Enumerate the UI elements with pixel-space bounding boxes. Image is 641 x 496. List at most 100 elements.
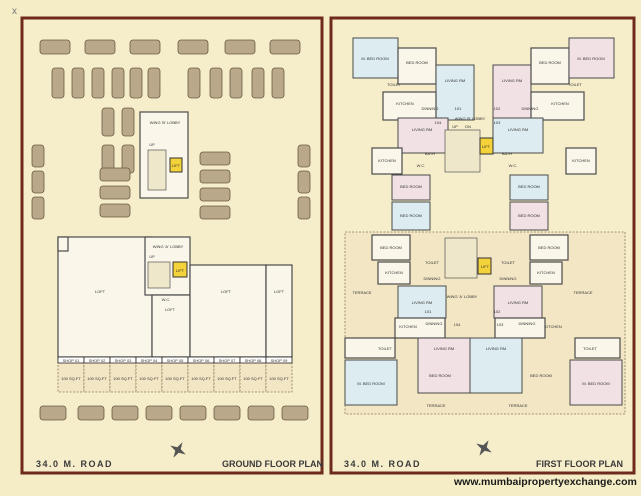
car (99, 167, 131, 182)
website-link[interactable]: www.mumbaipropertyexchange.com (453, 476, 637, 488)
car (247, 405, 275, 421)
0-label: 101 (425, 309, 432, 314)
up-label: UP (149, 142, 155, 147)
car (199, 205, 231, 220)
3-label: 104 (435, 120, 442, 125)
north-compass-icon (170, 442, 186, 458)
car (297, 170, 311, 194)
bed-room-label: BED ROOM (400, 213, 422, 218)
car (297, 144, 311, 168)
car (77, 405, 105, 421)
kitchen-label: KITCHEN (544, 324, 562, 329)
m-bed-room-label: M. BED ROOM (582, 381, 609, 386)
wing-b-lobby-label: WING 'B' LOBBY (150, 120, 181, 125)
kitchen-label: KITCHEN (385, 270, 403, 275)
car (199, 151, 231, 166)
road-label-first: 34.0 M. ROAD (344, 459, 421, 469)
bed-room-label: BED ROOM (406, 60, 428, 65)
car (31, 144, 45, 168)
shop-area: 100 SQ.FT (191, 376, 211, 381)
living-rm-label: LIVING RM (486, 346, 506, 351)
car (224, 39, 256, 55)
car (101, 107, 115, 137)
bath-label: BATH (502, 151, 512, 156)
car (129, 67, 143, 99)
shop-label: SHOP 03 (115, 358, 133, 363)
living-rm-label: LIVING RM (508, 127, 528, 132)
shop-shutter (265, 356, 293, 364)
kitchen-label: KITCHEN (399, 324, 417, 329)
m-bed-room-label: M. BED ROOM (361, 56, 388, 61)
terrace-label: TERRACE (508, 403, 527, 408)
dinning-label: DINNING (519, 321, 536, 326)
1-label: 102 (494, 309, 501, 314)
car (31, 170, 45, 194)
car (209, 67, 223, 99)
shop-area: 100 SQ.FT (87, 376, 107, 381)
parking-cars (31, 39, 311, 421)
dinning-label: DINNING (426, 321, 443, 326)
wing-a-lobby-label: WING 'A' LOBBY (153, 244, 184, 249)
car (199, 169, 231, 184)
toilet-label: TOILET (583, 346, 597, 351)
shop-label: SHOP 09 (271, 358, 289, 363)
car (145, 405, 173, 421)
car (187, 67, 201, 99)
living-rm-label: LIVING RM (434, 346, 454, 351)
living-rm-label: LIVING RM (508, 300, 528, 305)
car (51, 67, 65, 99)
lift-label: LIFT (482, 144, 491, 149)
car (281, 405, 309, 421)
car (99, 203, 131, 218)
1-label: 102 (494, 106, 501, 111)
car (111, 67, 125, 99)
wing-b-lobby-label: WING 'B' LOBBY (455, 116, 486, 121)
shop-area: 100 SQ.FT (113, 376, 133, 381)
2-label: 103 (497, 322, 504, 327)
shop-area: 100 SQ.FT (269, 376, 289, 381)
bed-room-label: BED ROOM (380, 245, 402, 250)
toilet-label: TOILET (568, 82, 582, 87)
up-label: UP (452, 124, 458, 129)
first-floor-labels: M. BED ROOM BED ROOM LIVING RM KITCHEN D… (352, 56, 609, 408)
car (31, 196, 45, 220)
bed-room-label: BED ROOM (518, 213, 540, 218)
terrace-label: TERRACE (352, 290, 371, 295)
car (297, 196, 311, 220)
kitchen-label: KITCHEN (537, 270, 555, 275)
car (199, 187, 231, 202)
bed-room-label: BED ROOM (429, 373, 451, 378)
shop-label: SHOP 07 (219, 358, 237, 363)
car (147, 67, 161, 99)
toilet-label: TOILET (378, 346, 392, 351)
bed-room-label: BED ROOM (539, 60, 561, 65)
wc-label: W.C. (162, 297, 171, 302)
shop-area: 100 SQ.FT (243, 376, 263, 381)
toilet-label: TOILET (387, 82, 401, 87)
bed-room-label: BED ROOM (538, 245, 560, 250)
car (271, 67, 285, 99)
car (269, 39, 301, 55)
north-compass-icon (476, 440, 492, 456)
terrace-label: TERRACE (573, 290, 592, 295)
shop-area: 100 SQ.FT (217, 376, 237, 381)
ground-building: WING 'A' LOBBY UP LIFT LOFT LOFT LOFT LO… (57, 236, 293, 358)
shop-label: SHOP 04 (141, 358, 159, 363)
lift-label: LIFT (172, 163, 181, 168)
lift-label: LIFT (176, 268, 185, 273)
up-label: UP (149, 254, 155, 259)
car (39, 39, 71, 55)
kitchen-label: KITCHEN (551, 101, 569, 106)
dn-label: DN (465, 124, 471, 129)
kitchen-label: KITCHEN (572, 158, 590, 163)
bed-room-label: BED ROOM (530, 373, 552, 378)
dinning-label: DINNING (500, 276, 517, 281)
dinning-label: DINNING (424, 276, 441, 281)
dinning-label: DINNING (522, 106, 539, 111)
0-label: 101 (455, 106, 462, 111)
car (84, 39, 116, 55)
2-label: 103 (494, 120, 501, 125)
pencil-mark: x (12, 6, 17, 17)
shop-label: SHOP 01 (63, 358, 81, 363)
